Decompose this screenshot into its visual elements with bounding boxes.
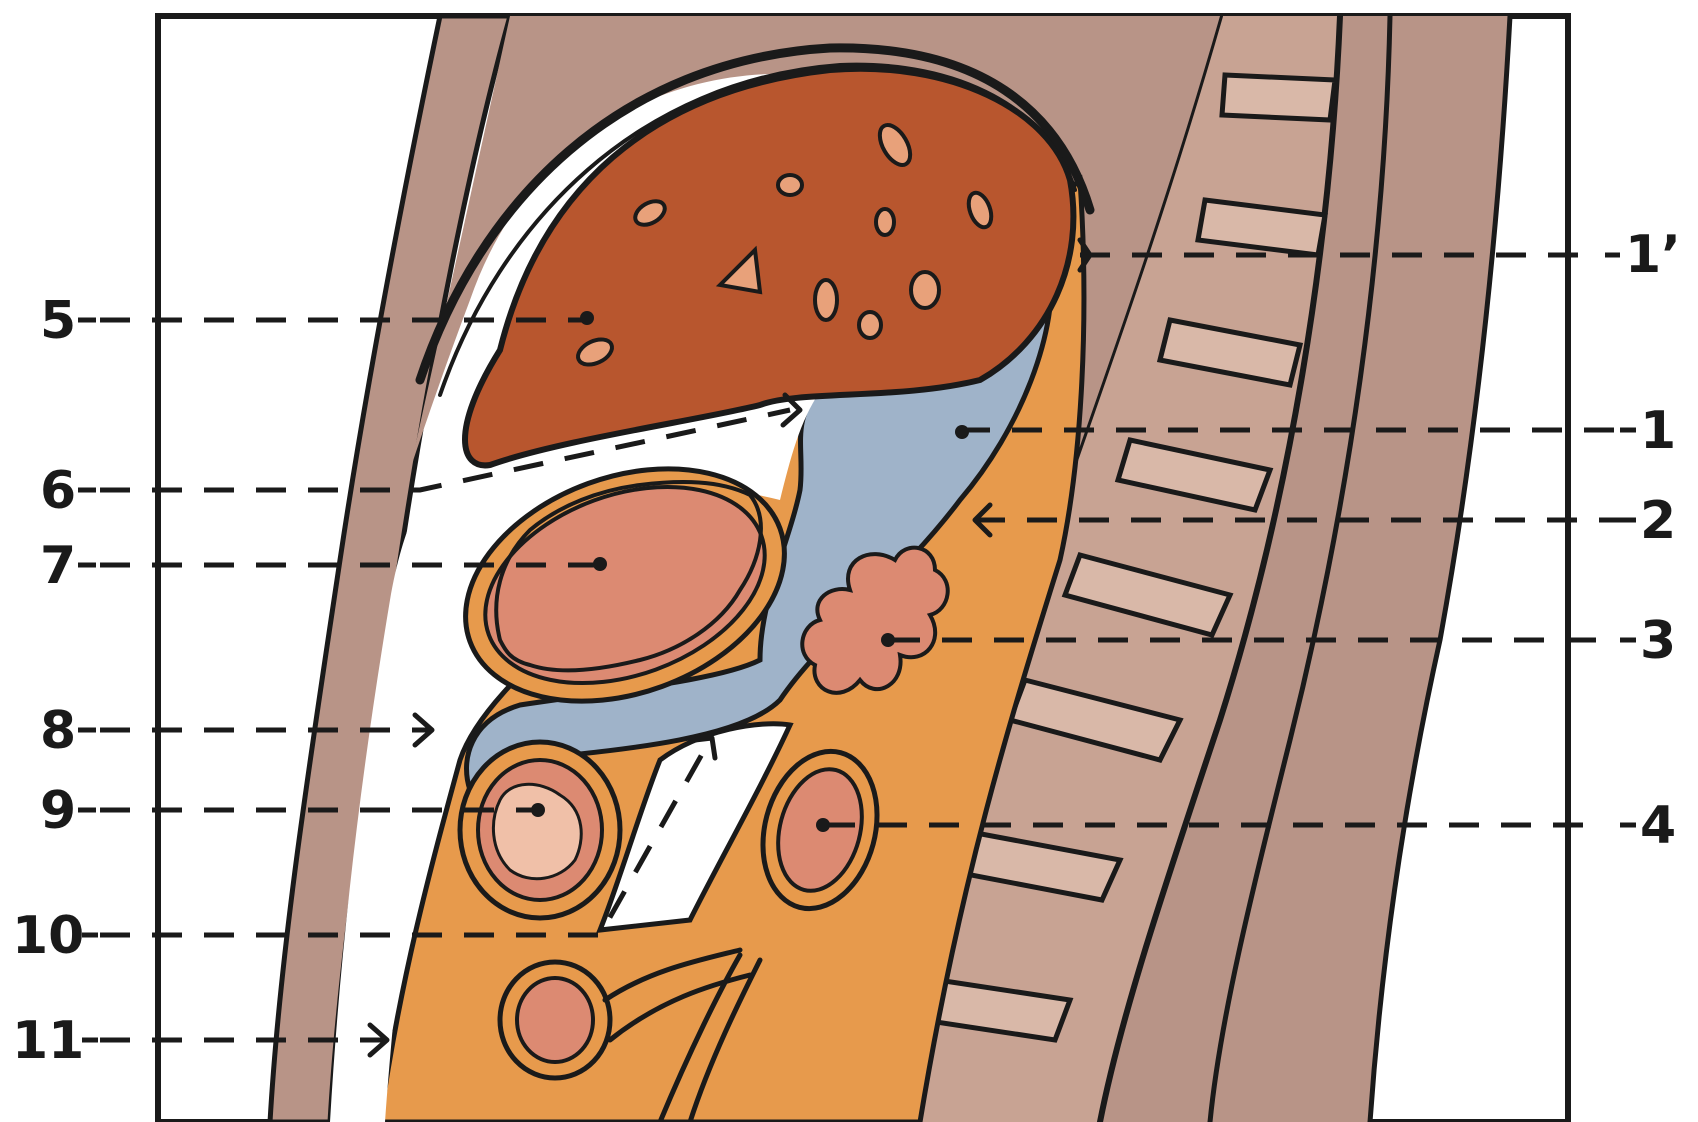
label-5: 5: [40, 291, 76, 351]
label-1: 1: [1640, 401, 1676, 461]
label-9: 9: [40, 781, 76, 841]
label-7: 7: [40, 536, 76, 596]
label-2: 2: [1640, 491, 1676, 551]
label-10: 10: [12, 906, 84, 966]
label-8: 8: [40, 701, 76, 761]
small-intestine-loop: [460, 742, 620, 918]
label-1-prime: 1’: [1625, 225, 1681, 285]
label-11: 11: [12, 1011, 84, 1071]
label-3: 3: [1640, 611, 1676, 671]
label-4: 4: [1640, 796, 1676, 856]
label-6: 6: [40, 461, 76, 521]
